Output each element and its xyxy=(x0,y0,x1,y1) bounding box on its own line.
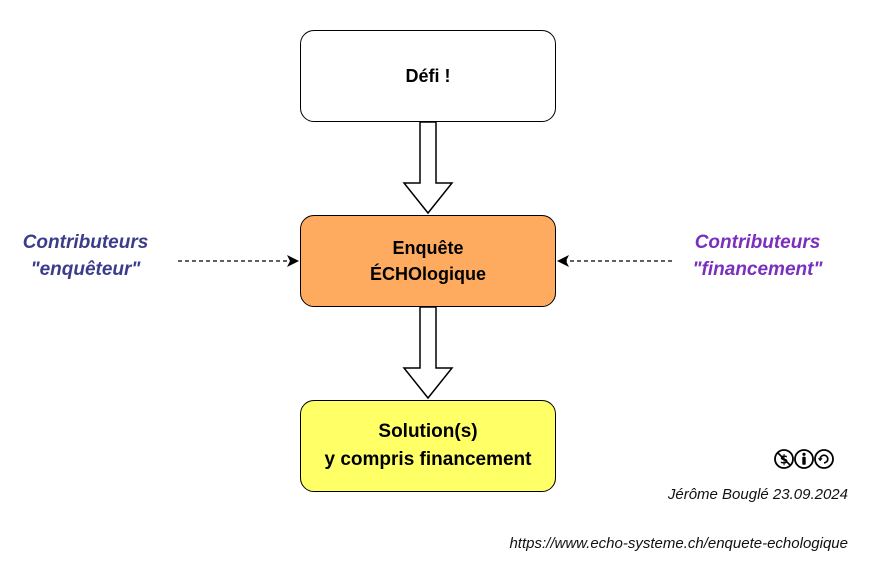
enquete-label-line1: Enquête xyxy=(392,237,464,258)
arrowhead-right xyxy=(557,255,569,267)
arrow-defi-to-enquete xyxy=(402,121,454,215)
solution-label-line2: y compris financement xyxy=(324,449,532,470)
cc-by-nc-sa-icon: $ xyxy=(774,449,834,469)
contributors-enqueteur-line2: "enquêteur" xyxy=(30,258,141,280)
contributors-financement-line1: Contributeurs xyxy=(694,232,821,253)
arrowhead-left xyxy=(287,255,299,267)
contributors-enqueteur: Contributeurs "enquêteur" xyxy=(8,230,163,283)
defi-label: Défi ! xyxy=(405,65,451,86)
contributors-financement: Contributeurs "financement" xyxy=(675,230,840,283)
source-url: https://www.echo-systeme.ch/enquete-echo… xyxy=(509,535,848,552)
enquete-box: Enquête ÉCHOlogique xyxy=(300,215,556,307)
contributors-financement-line2: "financement" xyxy=(692,258,823,280)
solution-box: Solution(s) y compris financement xyxy=(300,400,556,492)
arrow-enquete-to-solution xyxy=(402,306,454,400)
solution-label-line1: Solution(s) xyxy=(378,421,478,443)
defi-box: Défi ! xyxy=(300,30,556,122)
author-date: Jérôme Bouglé 23.09.2024 xyxy=(667,486,848,503)
contributors-enqueteur-line1: Contributeurs xyxy=(22,232,149,253)
enquete-label-line2: ÉCHOlogique xyxy=(370,264,486,284)
